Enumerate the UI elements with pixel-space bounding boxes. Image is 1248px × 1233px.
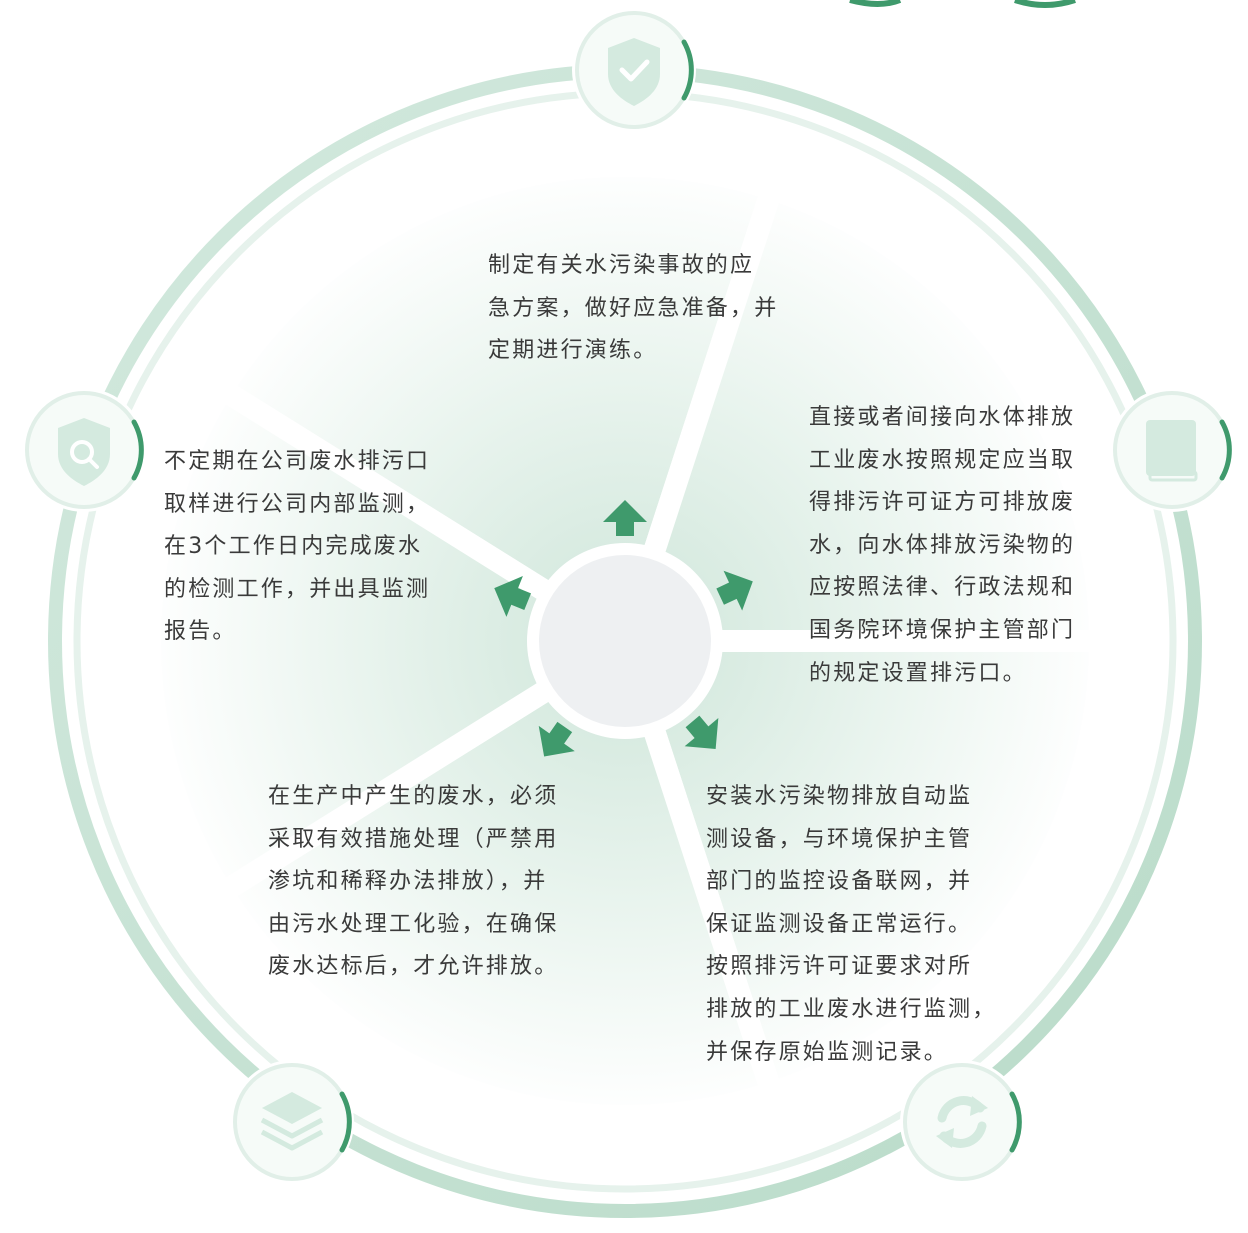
section-lower-left-text: 在生产中产生的废水，必须 采取有效措施处理（严禁用 渗坑和稀释办法排放），并 由… (268, 776, 558, 989)
text-line: 国务院环境保护主管部门 (809, 617, 1076, 643)
text-line: 工业废水按照规定应当取 (809, 447, 1076, 473)
text-line: 保证监测设备正常运行。 (706, 911, 973, 937)
icon-badges (22, 8, 1234, 1184)
sector-lower-right (609, 175, 1112, 652)
section-lower-right-text: 安装水污染物排放自动监 测设备，与环境保护主管 部门的监控设备联网，并 保证监测… (706, 776, 996, 1074)
section-top-text: 制定有关水污染事故的应 急方案，做好应急准备，并 定期进行演练。 (488, 245, 778, 373)
text-line: 的规定设置排污口。 (809, 660, 1027, 686)
text-line: 水，向水体排放污染物的 (809, 532, 1076, 558)
sector-upper-left (207, 624, 786, 1128)
text-line: 不定期在公司废水排污口 (164, 449, 431, 474)
center-circle (539, 555, 711, 727)
shield-search-icon (22, 388, 146, 512)
text-line: 定期进行演练。 (488, 338, 658, 364)
text-line: 采取有效措施处理（严禁用 (268, 826, 559, 852)
arrow-icon (716, 570, 753, 611)
text-line: 应按照法律、行政法规和 (809, 575, 1076, 601)
refresh-icon (900, 1060, 1024, 1184)
top-decoration-arc (849, 0, 902, 7)
section-upper-left-text: 不定期在公司废水排污口 取样进行公司内部监测， 在3个工作日内完成废水 的检测工… (164, 441, 430, 654)
sector-top (139, 374, 646, 908)
sector-upper-right (207, 154, 786, 658)
text-line: 得排污许可证方可排放废 (809, 490, 1076, 516)
arrow-icon (603, 500, 647, 536)
text-line: 由污水处理工化验，在确保 (268, 911, 559, 937)
text-line: 取样进行公司内部监测， (164, 491, 431, 517)
arrow-icon (538, 721, 575, 757)
text-line: 在3个工作日内完成废水 (164, 534, 423, 560)
sectors (139, 154, 1112, 1128)
layers-icon (230, 1060, 354, 1184)
text-line: 按照排污许可证要求对所 (706, 954, 973, 980)
arrow-icon (494, 576, 532, 617)
shield-check-icon (572, 8, 696, 132)
direction-arrows (494, 500, 753, 757)
text-line: 直接或者间接向水体排放 (809, 405, 1076, 430)
text-line: 并保存原始监测记录。 (706, 1039, 949, 1065)
text-line: 部门的监控设备联网，并 (706, 869, 973, 895)
text-line: 安装水污染物排放自动监 (706, 784, 973, 809)
text-line: 废水达标后，才允许排放。 (268, 954, 559, 980)
text-line: 急方案，做好应急准备，并 (488, 295, 779, 321)
text-line: 测设备，与环境保护主管 (706, 826, 973, 852)
arrow-icon (684, 715, 719, 750)
top-decoration-arc-2 (1014, 0, 1076, 8)
text-line: 报告。 (164, 619, 237, 645)
section-upper-right-text: 直接或者间接向水体排放 工业废水按照规定应当取 得排污许可证方可排放废 水，向水… (809, 397, 1075, 695)
book-icon (1110, 388, 1234, 512)
text-line: 在生产中产生的废水，必须 (268, 784, 559, 809)
text-line: 渗坑和稀释办法排放），并 (268, 869, 548, 895)
text-line: 排放的工业废水进行监测， (706, 996, 997, 1022)
text-line: 制定有关水污染事故的应 (488, 253, 755, 278)
text-line: 的检测工作，并出具监测 (164, 576, 431, 602)
